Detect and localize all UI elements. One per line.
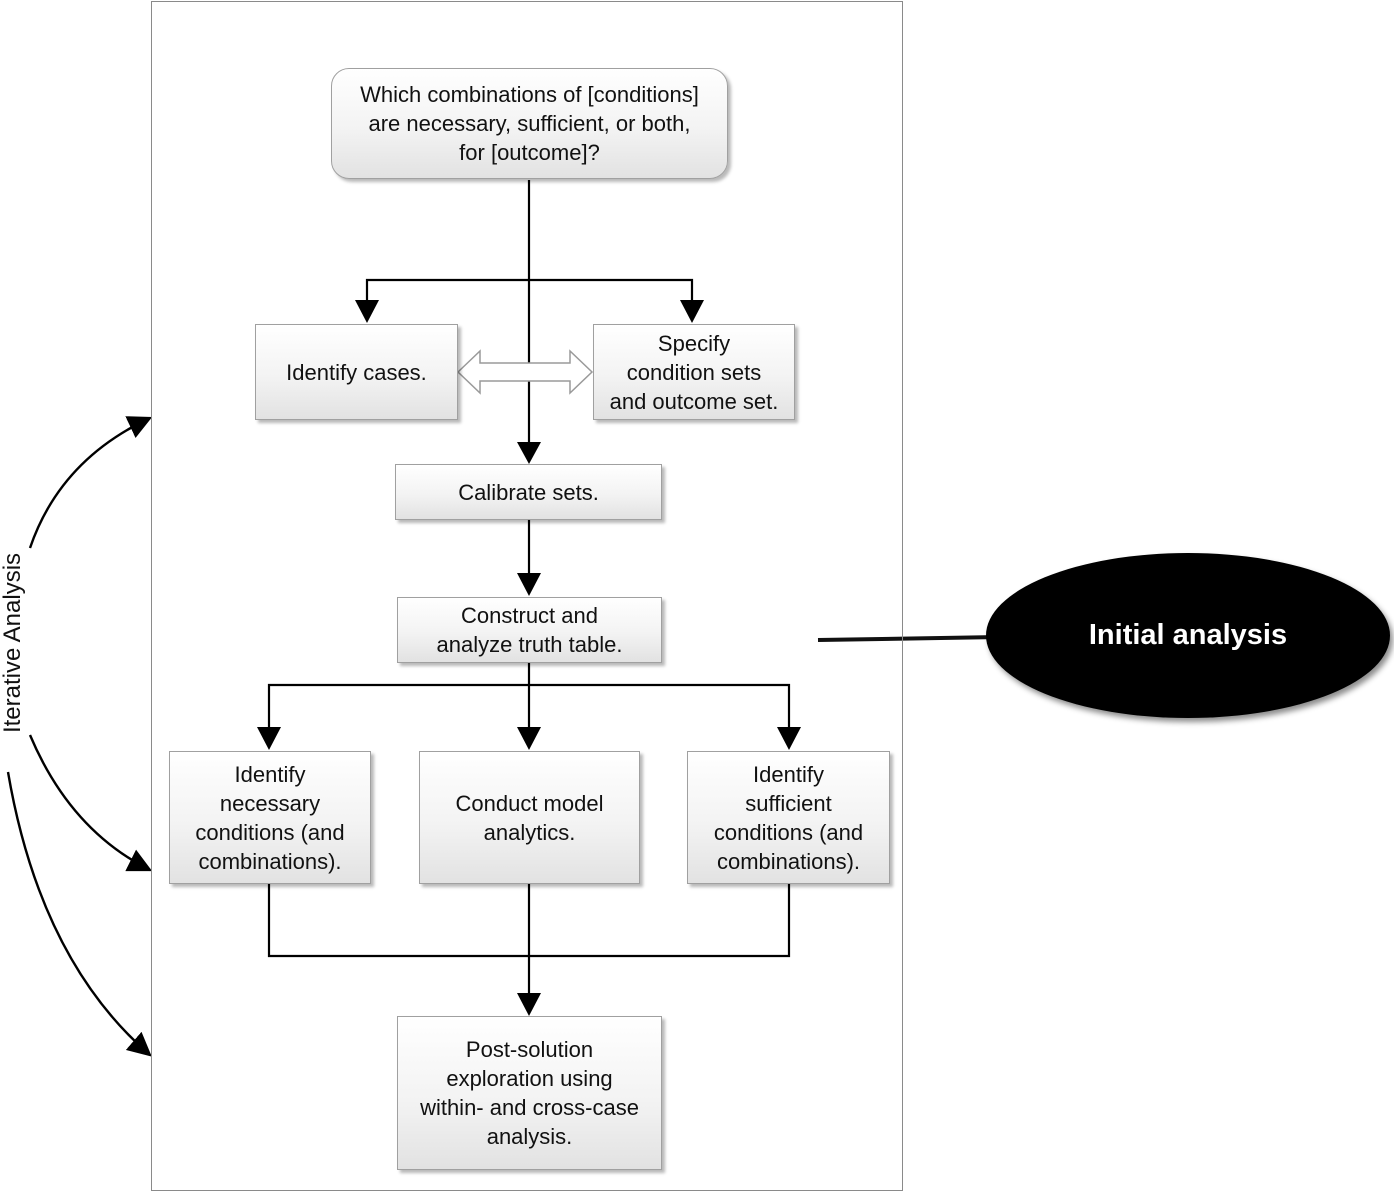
arrowhead (680, 300, 704, 323)
arrowhead (257, 727, 281, 750)
callout-line (817, 635, 1001, 642)
model-analytics-text: Conduct model analytics. (455, 790, 604, 845)
calibrate-sets-box: Calibrate sets. (395, 464, 662, 520)
iterative-analysis-label: Iterative Analysis (0, 552, 26, 734)
question-box: Which combinations of [conditions] are n… (331, 68, 728, 179)
truth-table-box: Construct and analyze truth table. (397, 597, 662, 663)
iterative-arrow-middle (28, 734, 153, 872)
identify-cases-text: Identify cases. (286, 359, 427, 385)
connector-split-top (365, 278, 694, 302)
sufficient-conditions-box: Identify sufficient conditions (and comb… (687, 751, 890, 884)
diagram-frame (151, 1, 903, 1191)
arrowhead (517, 442, 541, 464)
arrowhead (777, 727, 801, 750)
arrowhead (517, 573, 541, 596)
iterative-arrow-bottom (6, 771, 152, 1057)
double-arrow (456, 349, 594, 395)
necessary-conditions-box: Identify necessary conditions (and combi… (169, 751, 371, 884)
truth-table-text: Construct and analyze truth table. (436, 603, 623, 657)
calibrate-sets-text: Calibrate sets. (458, 479, 599, 505)
arrowhead (355, 300, 379, 323)
model-analytics-box: Conduct model analytics. (419, 751, 640, 884)
arrowhead (517, 993, 541, 1016)
initial-analysis-label: Initial analysis (1088, 619, 1288, 651)
question-text: Which combinations of [conditions] are n… (360, 82, 699, 165)
specify-sets-text: Specify condition sets and outcome set. (609, 330, 779, 414)
sufficient-conditions-text: Identify sufficient conditions (and comb… (713, 761, 864, 874)
identify-cases-box: Identify cases. (255, 324, 458, 420)
specify-sets-box: Specify condition sets and outcome set. (593, 324, 795, 420)
necessary-conditions-text: Identify necessary conditions (and combi… (195, 761, 345, 874)
post-solution-box: Post-solution exploration using within- … (397, 1016, 662, 1170)
connector-split-bottom (267, 683, 791, 730)
arrowhead (517, 727, 541, 750)
initial-analysis-callout: Initial analysis (986, 553, 1390, 718)
iterative-arrow-top (28, 416, 153, 549)
post-solution-text: Post-solution exploration using within- … (420, 1037, 639, 1149)
